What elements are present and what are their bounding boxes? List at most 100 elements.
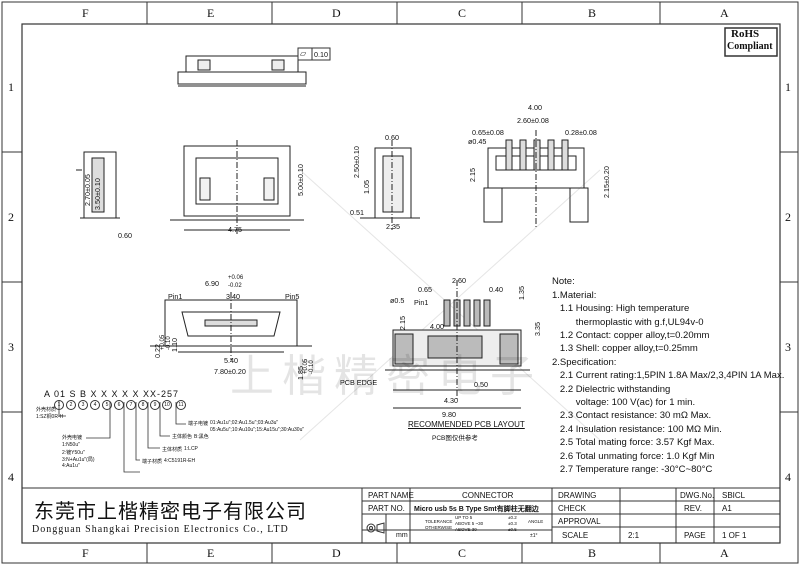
part-code-circle-number: 8 — [138, 400, 148, 410]
pcb-dim-0-5: ø0.5 — [390, 296, 405, 305]
rev-label: REV. — [684, 504, 702, 513]
pin1-label: Pin1 — [168, 292, 183, 301]
note-line: 2.1 Current rating:1,5PIN 1.8A Max/2,3,4… — [552, 370, 785, 382]
part-no-label: PART NO. — [368, 504, 405, 513]
pcb-dim-2-15: 2.15 — [398, 316, 407, 330]
zone-letter-top: E — [207, 6, 215, 20]
drawing-label: DRAWING — [558, 491, 597, 500]
part-code: A 01 S B X X X X X XX-257 — [44, 389, 180, 399]
top-view — [177, 55, 307, 87]
code-label-body-material: 主体材质 — [162, 447, 183, 453]
dim-0-45: ø0.45 — [468, 137, 487, 146]
pcb-pin1-label: Pin1 — [414, 298, 429, 307]
part-code-circle-number: 4 — [90, 400, 100, 410]
note-line: Note: — [552, 276, 575, 288]
zone-letter-top: C — [458, 6, 467, 20]
company-name-cn: 东莞市上楷精密电子有限公司 — [34, 501, 307, 523]
note-line: thermoplastic with g.f,UL94v-0 — [552, 316, 704, 328]
pcb-title: RECOMMENDED PCB LAYOUT — [408, 420, 525, 429]
scale-value: 2:1 — [628, 531, 640, 540]
code-label-shell-plating-1: 1:N50u" — [62, 442, 80, 448]
part-code-circle-number: 9 — [150, 400, 160, 410]
dim-2-35: 2.35 — [386, 222, 400, 231]
page-label: PAGE — [684, 531, 706, 540]
code-label-body-color: 主体颜色 — [172, 434, 193, 440]
pcb-dim-4-00: 4.00 — [430, 322, 444, 331]
code-label-shell-plating-3: 3:N+Au1u"(局) — [62, 457, 95, 463]
dim-0-65: 0.65±0.08 — [472, 128, 504, 137]
note-line: 1.1 Housing: High temperature — [552, 303, 690, 315]
dim-0-60-top: 0.60 — [385, 133, 399, 142]
mating-face-view — [150, 292, 312, 360]
part-code-circle-number: 1 — [54, 400, 64, 410]
zone-letter-bottom: B — [588, 546, 597, 560]
dim-3-40: 3.40 — [226, 292, 240, 301]
dim-4-00: 4.00 — [528, 103, 542, 112]
left-side-view — [76, 151, 120, 219]
code-label-shell-plating: 外壳电镀 — [62, 435, 83, 441]
part-code-circle-number: 5 — [102, 400, 112, 410]
rev-value: A1 — [722, 504, 732, 513]
dim-6-90-tol-up: +0.06 — [228, 275, 244, 281]
pcb-dim-0-40: 0.40 — [489, 285, 503, 294]
pcb-dim-4-30: 4.30 — [444, 396, 458, 405]
zone-letter-top: F — [82, 6, 89, 20]
dim-2-60: 2.60±0.08 — [517, 116, 549, 125]
zone-number-left: 1 — [8, 80, 14, 94]
dim-0-28: 0.28±0.08 — [565, 128, 597, 137]
dim-1-10: 1.10 — [170, 338, 179, 352]
pcb-dim-9-80: 9.80 — [442, 410, 456, 419]
rohs-compliant: Compliant — [727, 41, 773, 52]
code-label-housing-material: 外壳材质 — [36, 407, 57, 413]
part-code-circle-number: 10 — [162, 400, 172, 410]
pin5-label: Pin5 — [285, 292, 300, 301]
code-label-terminal-plating: 端子电镀 — [188, 421, 209, 427]
page-value: 1 OF 1 — [722, 531, 747, 540]
code-label-terminal-plating-a: 01:Au1u";02:Au1.5u";03:Au3u" — [210, 420, 279, 426]
flatness-symbol: ▱ — [300, 49, 307, 58]
zone-letter-top: A — [720, 6, 729, 20]
watermark-text: 上楷精密电子 — [230, 352, 542, 401]
code-label-shell-plating-2: 2:镀Y50u" — [62, 450, 85, 456]
pcb-dim-1-35: 1.35 — [517, 286, 526, 300]
dim-6-90: 6.90 — [205, 279, 219, 288]
part-no: Micro usb 5s B Type Smt有脚柱无翻边 — [414, 506, 539, 513]
note-line: 2.3 Contact resistance: 30 mΩ Max. — [552, 410, 712, 422]
scale-label: SCALE — [562, 531, 589, 540]
zone-number-left: 4 — [8, 470, 14, 484]
zone-letter-bottom: A — [720, 546, 729, 560]
rohs-title: RoHS — [731, 28, 760, 40]
dim-5-40: 5.40 — [224, 356, 238, 365]
note-line: voltage: 100 V(ac) for 1 min. — [552, 397, 696, 409]
projection-icon — [366, 522, 385, 534]
code-label-terminal-material-val: 4:C5191R-EH — [164, 458, 196, 464]
code-label-housing-material-val: 1:SZ铜0R-H — [36, 414, 64, 420]
dim-0-51: 0.51 — [350, 208, 364, 217]
dwg-no: SBICL — [722, 491, 746, 500]
dim-7-80: 7.80±0.20 — [214, 367, 246, 376]
zone-number-right: 4 — [785, 470, 791, 484]
dim-6-90-tol-dn: -0.02 — [228, 283, 242, 289]
code-label-terminal-plating-b: 05:Au5u";10:Au10u";15:Au15u";30:Au30u" — [210, 427, 305, 433]
dim-2-50: 2.50±0.10 — [352, 146, 361, 178]
part-name: CONNECTOR — [462, 491, 514, 500]
zone-number-right: 2 — [785, 210, 791, 224]
front-view — [170, 140, 304, 236]
part-code-circle-number: 3 — [78, 400, 88, 410]
dwg-no-label: DWG.No. — [680, 491, 715, 500]
pin-end-view — [483, 130, 589, 228]
pcb-dim-0-65: 0.65 — [418, 285, 432, 294]
dim-5-00: 5.00±0.10 — [296, 164, 305, 196]
dim-2-15a: 2.15 — [468, 168, 477, 182]
part-code-circle-number: 7 — [126, 400, 136, 410]
dim-4-75: 4.75 — [228, 225, 242, 234]
zone-number-right: 3 — [785, 340, 791, 354]
part-code-circle-number: 2 — [66, 400, 76, 410]
approval-label: APPROVAL — [558, 517, 601, 526]
note-line: 2.6 Total unmating force: 1.0 Kgf Min — [552, 450, 715, 462]
note-line: 2.Specification: — [552, 356, 617, 368]
code-label-shell-plating-4: 4:Au1u" — [62, 463, 80, 469]
tol-val: ±0.5 — [508, 527, 517, 532]
unit: mm — [396, 532, 408, 539]
part-code-circle-number: 6 — [114, 400, 124, 410]
